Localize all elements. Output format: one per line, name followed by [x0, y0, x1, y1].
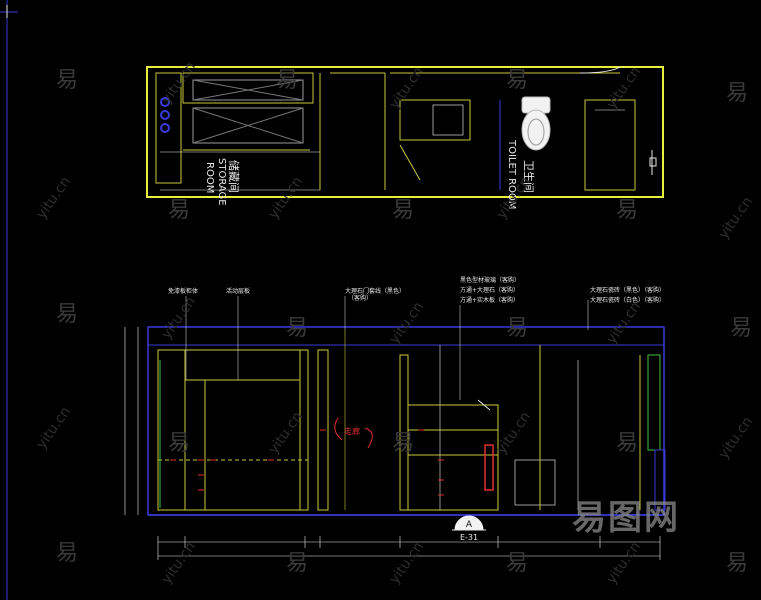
toilet-room-en-label: TOILET ROOM — [506, 139, 517, 209]
floor-plan — [146, 66, 664, 198]
watermark-glyph: 易 — [730, 316, 753, 341]
storage-room-cn-label: 储藏间 — [227, 160, 241, 193]
watermark-glyph: 易 — [616, 431, 639, 456]
watermark-glyph: 易 — [56, 541, 79, 566]
watermark-glyph: 易 — [276, 68, 299, 93]
toilet-room-cn-label: 卫生间 — [522, 160, 536, 193]
annotation-black-glass: 黑色型材玻璃（客购） — [460, 276, 520, 284]
watermark-glyph: 易 — [56, 302, 79, 327]
watermark-glyph: 易 — [286, 551, 309, 576]
watermark-glyph: 易 — [726, 81, 749, 106]
annotation-black-tile: 大理石瓷砖（黑色）（客购） — [590, 286, 665, 294]
watermark-glyph: 易 — [506, 68, 529, 93]
watermark-glyph: 易 — [56, 68, 79, 93]
watermark-glyph: 易 — [506, 316, 529, 341]
section-marker-letter: A — [466, 520, 473, 530]
storage-room-en-label-1: STORAGE — [216, 158, 227, 206]
watermark-glyph: 易 — [286, 316, 309, 341]
annotation-tube-marble: 方通+大理石（客购） — [460, 286, 519, 294]
section-marker — [452, 515, 486, 531]
annotation-white-tile: 大理石瓷砖（白色）（客购） — [590, 296, 665, 304]
annotation-movable-shelf: 活动层板 — [226, 287, 250, 295]
watermark-glyph: 易 — [726, 551, 749, 576]
section-marker-ref: E-31 — [460, 533, 478, 542]
watermark-glyph: 易 — [392, 431, 415, 456]
watermark-glyph: 易 — [168, 198, 191, 223]
plan-frame — [146, 66, 664, 198]
watermark-glyph: 易 — [392, 198, 415, 223]
annotation-marble-door-trim: 大理石门套线（黑色） — [345, 287, 405, 295]
watermark-glyph: 易 — [168, 431, 191, 456]
watermark-glyph: 易 — [506, 551, 529, 576]
watermark-glyph: 易 — [616, 198, 639, 223]
storage-room-en-label-2: ROOM — [204, 162, 215, 193]
toilet-bowl — [521, 109, 551, 151]
annotation-tube-wood: 方通+实木板（客购） — [460, 296, 519, 304]
watermark-logo: 易图网 — [572, 498, 680, 538]
annotation-cabinet-board: 免漆板柜体 — [168, 287, 198, 295]
annotation-marble-door-trim-purchase: （客购） — [348, 294, 372, 302]
elevation-view — [124, 296, 666, 560]
corridor-label: 走廊 — [344, 426, 360, 436]
